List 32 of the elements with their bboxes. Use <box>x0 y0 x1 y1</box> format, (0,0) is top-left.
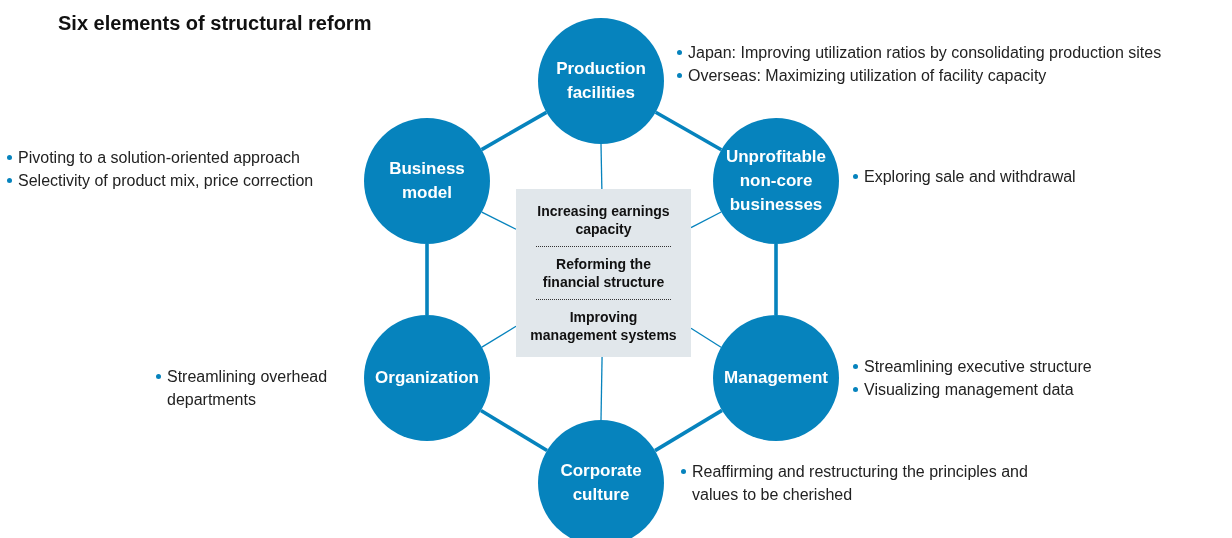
element-label: Corporate culture <box>559 460 643 506</box>
goal-text: Increasing earnings capacity <box>536 202 671 239</box>
goal-text: Reforming the financial structure <box>541 255 666 292</box>
connector-line <box>690 211 722 229</box>
connector-line <box>481 325 517 348</box>
element-label: Business model <box>388 158 466 204</box>
bullet-item: Pivoting to a solution-oriented approach <box>6 146 366 169</box>
connector-line <box>600 143 603 190</box>
element-label: Management <box>724 367 828 389</box>
connector-line <box>654 408 723 453</box>
bullet-item: Streamlining overhead departments <box>155 365 360 411</box>
diagram-title: Six elements of structural reform <box>58 12 372 35</box>
goals-panel <box>516 189 691 357</box>
connector-line <box>774 244 778 315</box>
element-label: Organization <box>375 367 479 389</box>
connector-line <box>425 244 429 315</box>
connector-line <box>480 409 548 452</box>
connector-line <box>600 356 603 421</box>
bullet-item: Japan: Improving utilization ratios by consolidating production sites <box>676 41 1232 64</box>
connector-line <box>480 110 548 152</box>
bullet-item: Exploring sale and withdrawal <box>852 165 1152 188</box>
element-label: Production facilities <box>555 58 647 104</box>
connector-line <box>654 110 723 152</box>
bullet-item: Selectivity of product mix, price correction <box>6 169 366 192</box>
connector-line <box>481 211 517 230</box>
bullet-item: Reaffirming and restructuring the principles and values to be cherished <box>680 460 1050 506</box>
goal-text: Improving management systems <box>530 308 677 345</box>
element-label: Unprofitable non-core businesses <box>724 146 828 216</box>
bullet-item: Overseas: Maximizing utilization of facility capacity <box>676 64 1232 87</box>
bullet-item: Visualizing management data <box>852 378 1152 401</box>
bullet-item: Streamlining executive structure <box>852 355 1152 378</box>
connector-line <box>690 327 722 348</box>
